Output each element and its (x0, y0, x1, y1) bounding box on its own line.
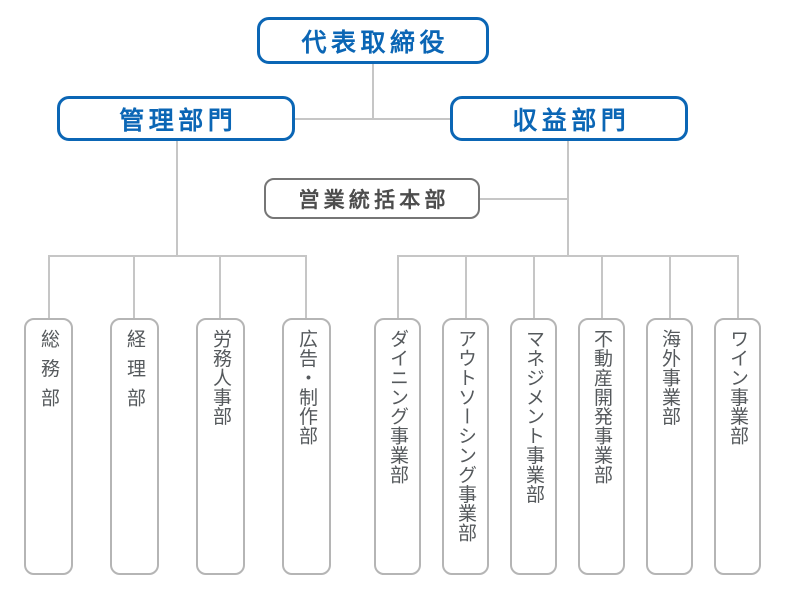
connector-revenue-drop-4 (601, 255, 603, 319)
node-label: 営業統括本部 (298, 187, 450, 212)
node-department-accounting[interactable]: 経理部 (110, 318, 159, 575)
node-label: 代表取締役 (301, 27, 449, 57)
node-department-overseas[interactable]: 海外事業部 (646, 318, 693, 575)
connector-sales-hq-link (480, 198, 569, 200)
node-department-outsourcing[interactable]: アウトソーシング事業部 (442, 318, 489, 575)
connector-admin-drop-1 (48, 255, 50, 319)
node-label: マネジメント事業部 (523, 329, 545, 504)
node-label: アウトソーシング事業部 (455, 329, 477, 543)
node-label: ダイニング事業部 (387, 329, 409, 485)
node-label: 不動産開発事業部 (591, 329, 613, 485)
connector-admin-drop-3 (219, 255, 221, 319)
node-label: 経理部 (124, 329, 146, 418)
node-label: 管理部門 (119, 105, 238, 135)
connector-admin-bus (48, 255, 307, 257)
node-department-general-affairs[interactable]: 総務部 (24, 318, 73, 575)
connector-admin-drop-2 (133, 255, 135, 319)
node-label: 総務部 (38, 329, 60, 418)
connector-revenue-trunk (567, 141, 569, 256)
node-department-advertising-production[interactable]: 広告・制作部 (282, 318, 331, 575)
node-sales-headquarters[interactable]: 営業統括本部 (264, 178, 480, 219)
node-label: 広告・制作部 (296, 329, 318, 446)
node-label: 労務人事部 (210, 329, 232, 426)
connector-admin-trunk (176, 141, 178, 256)
connector-revenue-drop-5 (669, 255, 671, 319)
node-label: ワイン事業部 (727, 329, 749, 446)
connector-revenue-drop-2 (465, 255, 467, 319)
node-department-wine[interactable]: ワイン事業部 (714, 318, 761, 575)
connector-division-bus (295, 118, 450, 120)
node-division-revenue[interactable]: 収益部門 (450, 96, 688, 141)
connector-revenue-bus (397, 255, 739, 257)
node-label: 収益部門 (512, 105, 631, 135)
connector-revenue-drop-1 (397, 255, 399, 319)
connector-admin-drop-4 (305, 255, 307, 319)
connector-revenue-drop-6 (737, 255, 739, 319)
node-representative-director[interactable]: 代表取締役 (257, 17, 489, 64)
node-division-admin[interactable]: 管理部門 (57, 96, 295, 141)
connector-revenue-drop-3 (533, 255, 535, 319)
connector-ceo-drop (372, 64, 374, 119)
node-department-labor-hr[interactable]: 労務人事部 (196, 318, 245, 575)
node-department-dining[interactable]: ダイニング事業部 (374, 318, 421, 575)
node-department-management[interactable]: マネジメント事業部 (510, 318, 557, 575)
node-department-real-estate-development[interactable]: 不動産開発事業部 (578, 318, 625, 575)
node-label: 海外事業部 (659, 329, 681, 426)
